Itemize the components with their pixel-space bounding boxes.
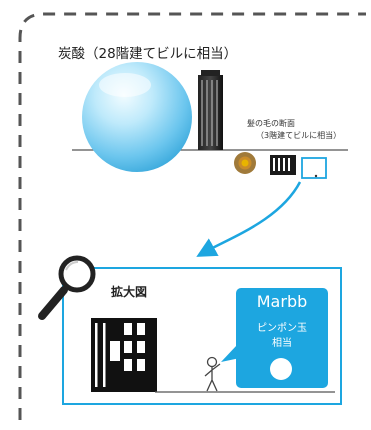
skyscraper [198, 70, 223, 150]
arrow-icon [196, 181, 302, 257]
small-building [270, 155, 296, 175]
bubble-highlight [99, 73, 151, 97]
ping-pong-ball [270, 358, 292, 380]
hair-cross-section [234, 152, 256, 174]
dashed-frame [18, 12, 366, 420]
person-icon [204, 356, 221, 392]
marbb-name: Marbb [256, 292, 308, 311]
hair-label: 髪の毛の断面 [247, 119, 295, 128]
hair-sub-label: （3階建てビルに相当） [256, 131, 342, 140]
marbb-line-1: ピンポン玉 [257, 323, 307, 334]
marbb-callout [221, 288, 328, 388]
page-title: 炭酸（28階建てビルに相当） [58, 46, 238, 62]
marbb-line-2: 相当 [272, 338, 292, 349]
zoom-building [91, 318, 157, 392]
zoom-source-box [301, 157, 327, 179]
zoom-title: 拡大図 [111, 285, 148, 299]
marbb-tiny-dot [314, 174, 318, 178]
magnifier-icon [38, 255, 96, 320]
